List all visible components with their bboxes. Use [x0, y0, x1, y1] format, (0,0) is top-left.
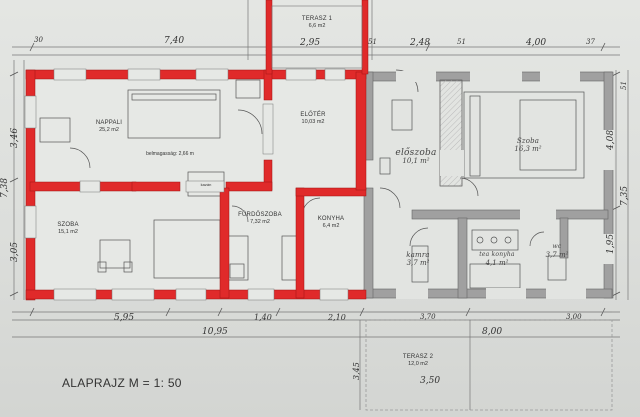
dim-bottom-350: 3,50 — [420, 376, 441, 386]
dim-bottom-300: 3,00 — [566, 313, 582, 321]
dim-bottom-595: 5,95 — [114, 313, 135, 323]
room-furdoszoba-label: FÜRDŐSZOBA 7,32 m2 — [228, 212, 292, 226]
dim-bottom-345: 3,45 — [352, 362, 361, 380]
room-name: előszoba — [395, 148, 437, 158]
dim-left-346: 3,46 — [10, 127, 20, 148]
ceiling-height-note: belmagasság: 2,66 m — [146, 151, 194, 157]
room-teakonyha-label: tea konyha 4,1 m² — [474, 250, 520, 267]
furniture — [39, 69, 585, 289]
room-name: ELŐTÉR — [300, 112, 326, 118]
room-area: 6,4 m2 — [322, 223, 340, 229]
dim-top-740: 7,40 — [164, 36, 185, 46]
room-name: KONYHA — [317, 216, 345, 222]
room-area: 10,03 m2 — [301, 119, 325, 125]
room-szoba-label: SZOBA 15,1 m2 — [48, 222, 88, 236]
dim-left-305: 3,05 — [10, 241, 20, 262]
dim-bottom-1095: 10,95 — [202, 327, 228, 337]
room-area: 16,3 m² — [514, 145, 542, 153]
room-area: 15,1 m2 — [58, 229, 78, 235]
new-wall-openings — [396, 71, 614, 299]
room-wc-label: wc 3,7 m² — [540, 242, 574, 259]
room-name: FÜRDŐSZOBA — [238, 212, 282, 218]
plan-title: ALAPRAJZ M = 1: 50 — [62, 376, 182, 390]
dim-top-51b: 51 — [457, 38, 466, 46]
room-area: 25,2 m2 — [99, 127, 119, 133]
dim-right-51: 51 — [620, 81, 628, 90]
room-area: 6,6 m2 — [308, 23, 326, 29]
dim-right-408: 4,08 — [606, 129, 616, 150]
room-area: 3,7 m² — [406, 259, 430, 267]
room-name: kamra — [406, 251, 430, 259]
room-name: TERASZ 2 — [402, 354, 434, 360]
room-terasz2-label: TERASZ 2 12,0 m2 — [388, 354, 448, 368]
floor-extension — [366, 74, 612, 296]
room-name: TERASZ 1 — [301, 16, 333, 22]
room-eloszoba-label: előszoba 10,1 m² — [386, 148, 446, 165]
room-konyha-label: KONYHA 6,4 m2 — [308, 216, 354, 230]
dim-top-248: 2,48 — [410, 38, 431, 48]
room-area: 3,7 m² — [545, 251, 569, 259]
room-nappali-label: NAPPALI 25,2 m2 — [84, 120, 134, 134]
dim-bottom-210: 2,10 — [328, 313, 346, 322]
room-name: wc — [552, 243, 562, 250]
dim-top-37: 37 — [586, 38, 595, 46]
terrace-2-outline — [365, 319, 613, 411]
dim-right-735: 7,35 — [620, 185, 630, 206]
room-kamra-label: kamra 3,7 m² — [398, 250, 438, 267]
room-terasz1-label: TERASZ 1 6,6 m2 — [282, 16, 352, 30]
dim-bottom-800: 8,00 — [482, 327, 503, 337]
existing-wall-windows — [24, 68, 349, 301]
dim-top-295: 2,95 — [300, 38, 321, 48]
room-name: SZOBA — [57, 222, 79, 228]
dim-top-51a: 51 — [368, 38, 377, 46]
room-name: Szoba — [516, 137, 540, 145]
room-kazan-label: kazán — [200, 182, 212, 187]
room-name: NAPPALI — [95, 120, 123, 126]
room-area: 10,1 m² — [402, 157, 430, 165]
room-area: 4,1 m² — [485, 259, 509, 267]
dim-top-30: 30 — [34, 36, 43, 44]
room-area: 7,32 m2 — [250, 219, 270, 225]
room-name: tea konyha — [479, 251, 515, 258]
dim-bottom-140: 1,40 — [254, 313, 272, 322]
room-area: 12,0 m2 — [408, 361, 428, 367]
dim-top-400: 4,00 — [526, 38, 547, 48]
dim-bottom-370: 3,70 — [420, 313, 436, 321]
room-eloter-label: ELŐTÉR 10,03 m2 — [288, 112, 338, 126]
room-szoba2-label: Szoba 16,3 m² — [500, 136, 556, 153]
dim-left-738: 7,38 — [0, 177, 10, 198]
terrace-1-outline — [271, 5, 363, 69]
dim-right-195: 1,95 — [606, 233, 616, 254]
